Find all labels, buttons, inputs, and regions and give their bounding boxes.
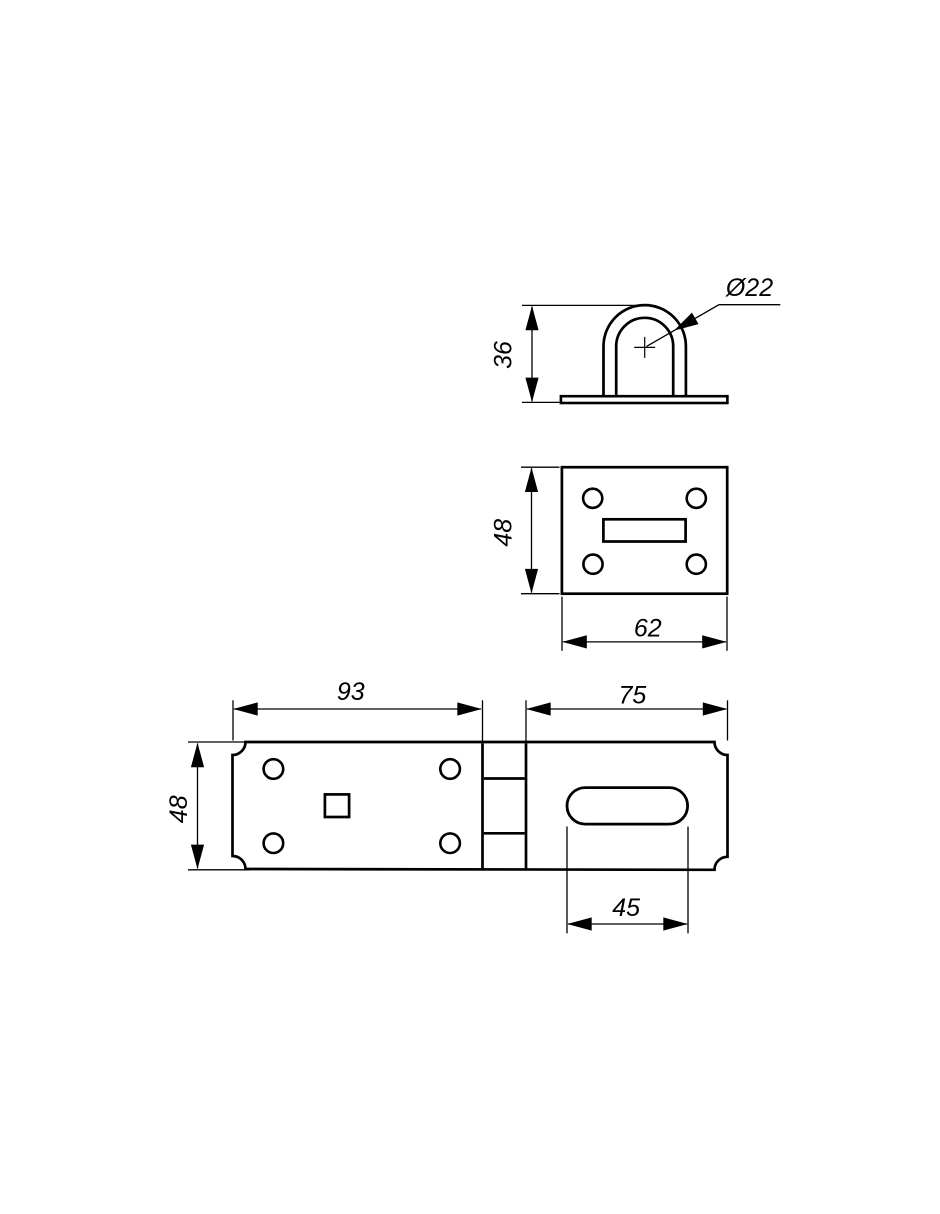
- svg-text:93: 93: [337, 678, 365, 706]
- svg-text:45: 45: [612, 894, 640, 922]
- svg-text:62: 62: [634, 615, 662, 643]
- svg-text:36: 36: [490, 341, 518, 369]
- svg-text:48: 48: [490, 519, 518, 547]
- svg-text:Ø22: Ø22: [725, 274, 773, 302]
- svg-text:48: 48: [165, 795, 193, 823]
- svg-text:75: 75: [618, 681, 646, 709]
